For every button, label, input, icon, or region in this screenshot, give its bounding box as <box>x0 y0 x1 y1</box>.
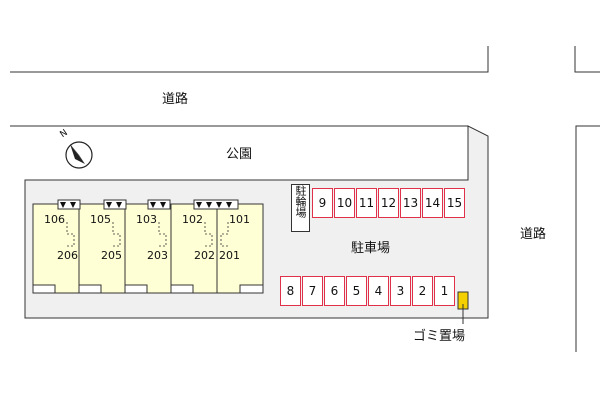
parking-stall: 13 <box>400 188 421 218</box>
parking-stall: 11 <box>356 188 377 218</box>
bicycle-parking-text: 駐輪場 <box>294 185 307 218</box>
unit-number: 205 <box>101 249 122 262</box>
parking-stall: 12 <box>378 188 399 218</box>
unit-number: 106 <box>44 213 65 226</box>
garbage-label: ゴミ置場 <box>413 329 466 344</box>
unit-106-206 <box>32 203 80 294</box>
road-edge-top <box>10 46 489 73</box>
parking-stall: 1 <box>434 276 455 306</box>
unit-101-201 <box>216 203 264 294</box>
road-label-top: 道路 <box>162 92 189 107</box>
unit-number: 202 <box>194 249 215 262</box>
parking-stall: 3 <box>390 276 411 306</box>
parking-stall: 6 <box>324 276 345 306</box>
park-label: 公園 <box>226 147 253 162</box>
entrance-markers <box>57 199 239 210</box>
road-label-right: 道路 <box>520 227 547 242</box>
road-edge-right <box>575 125 600 352</box>
parking-label: 駐車場 <box>351 241 391 256</box>
parking-stall: 15 <box>444 188 465 218</box>
parking-stall: 5 <box>346 276 367 306</box>
balconies <box>32 284 264 294</box>
parking-stall: 4 <box>368 276 389 306</box>
unit-number: 201 <box>219 249 240 262</box>
parking-stall: 2 <box>412 276 433 306</box>
stair-lines <box>66 222 229 247</box>
road-edge-top-right <box>574 46 600 73</box>
unit-number: 102 <box>182 213 203 226</box>
unit-number: 203 <box>147 249 168 262</box>
parking-stall: 7 <box>302 276 323 306</box>
unit-number: 101 <box>229 213 250 226</box>
unit-number: 103 <box>136 213 157 226</box>
unit-number: 105 <box>90 213 111 226</box>
parking-stall: 8 <box>280 276 301 306</box>
bicycle-parking-label: 駐輪場 <box>291 184 310 232</box>
north-arrow-icon <box>65 141 93 169</box>
parking-stall: 10 <box>334 188 355 218</box>
parking-stall: 9 <box>312 188 333 218</box>
unit-number: 206 <box>57 249 78 262</box>
parking-stall: 14 <box>422 188 443 218</box>
